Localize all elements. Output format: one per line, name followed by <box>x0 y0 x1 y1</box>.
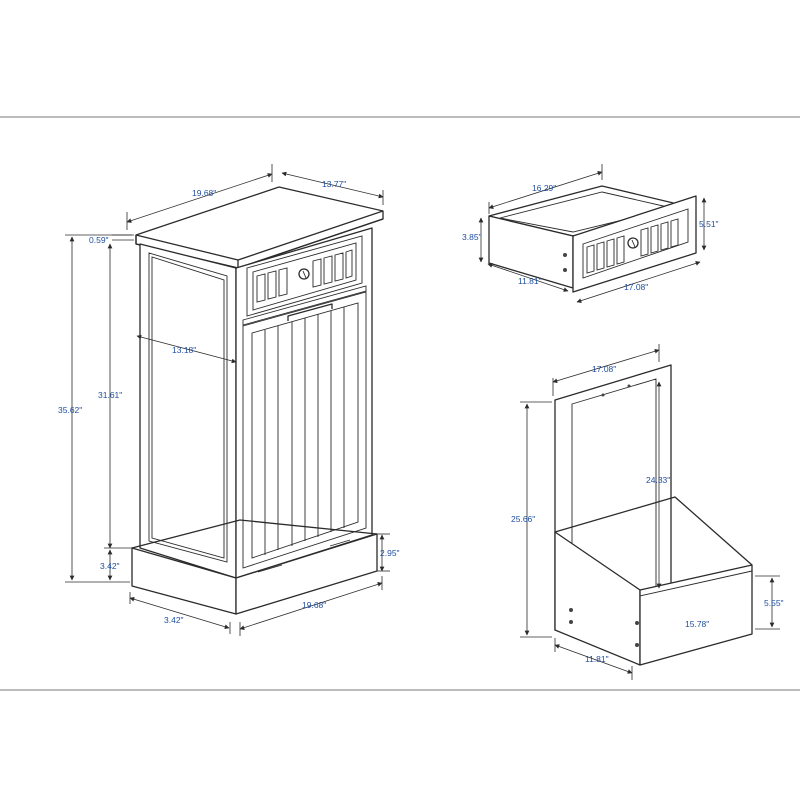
cabinet-side-height-label: 31.61" <box>98 390 122 400</box>
cabinet-total-height-label: 35.62" <box>58 405 82 415</box>
tilt-bin-box-depth-label: 11.81" <box>585 654 609 664</box>
cabinet-base-height-left-label: 3.42" <box>100 561 120 571</box>
tilt-bin-box-width-label: 15.78" <box>685 619 709 629</box>
tilt-bin-total-height-label: 25.66" <box>511 514 535 524</box>
cabinet-drawing <box>131 186 384 615</box>
drawer-length-label: 16.29" <box>532 183 556 193</box>
cabinet-base-width-label: 19.68" <box>302 600 326 610</box>
tilt-bin-top-width-label: 17.08" <box>592 364 616 374</box>
tilt-bin-drawing <box>554 364 753 666</box>
cabinet-dimensions: 19.68" 13.77" 0.59" 35.62" 31.61" 13.18"… <box>58 164 400 636</box>
cabinet-top-width-label: 19.68" <box>192 188 216 198</box>
tilt-bin-dimensions: 17.08" 25.66" 24.33" 5.55" 15.78" 11.81" <box>511 344 784 680</box>
cabinet-base-height-right-label: 2.95" <box>380 548 400 558</box>
drawer-front-width-label: 17.08" <box>624 282 648 292</box>
drawer-height-front-label: 5.51" <box>699 219 719 229</box>
cabinet-base-depth-label: 3.42" <box>164 615 184 625</box>
tilt-bin-box-height-label: 5.55" <box>764 598 784 608</box>
tilt-bin-inner-height-label: 24.33" <box>646 475 670 485</box>
cabinet-inner-depth-label: 13.18" <box>172 345 196 355</box>
cabinet-top-depth-label: 13.77" <box>322 179 346 189</box>
drawer-depth-label: 11.81" <box>518 276 542 286</box>
drawer-dimensions: 16.29" 3.85" 5.51" 11.81" 17.08" <box>462 164 719 303</box>
drawer-height-back-label: 3.85" <box>462 232 482 242</box>
cabinet-overhang-label: 0.59" <box>89 235 109 245</box>
